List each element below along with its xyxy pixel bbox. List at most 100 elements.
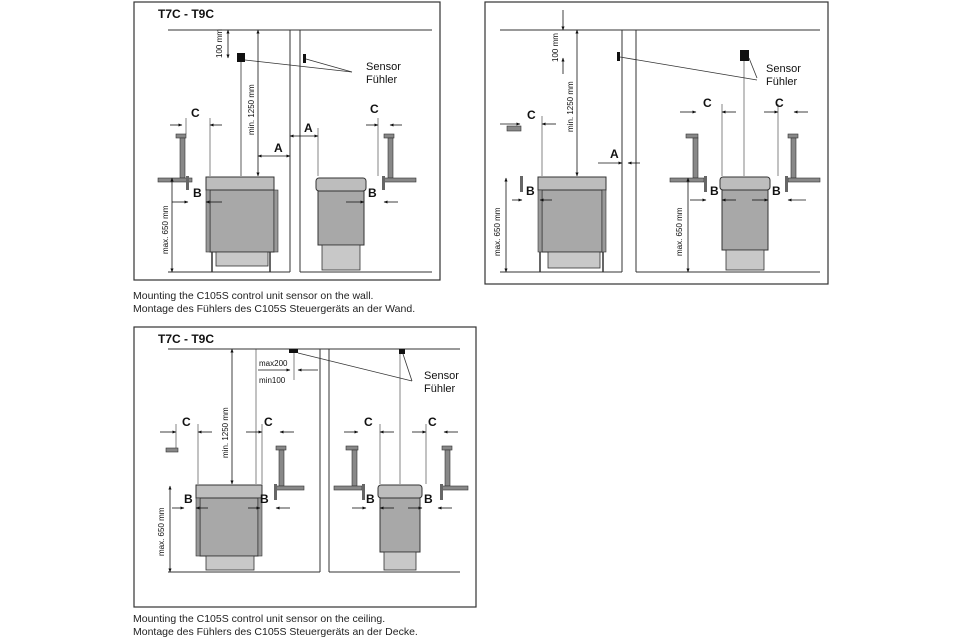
leader-line [305,58,353,73]
dim-letter-a: A [274,141,283,155]
heater-body [379,497,421,553]
heater-bracket [387,137,394,179]
caption-ceiling: Mounting the C105S control unit sensor o… [133,613,418,639]
heater-side [273,189,279,253]
heater-base [725,249,765,271]
dim-letter-b: B [193,186,202,200]
leader-line [402,353,413,382]
dim-label-1250: min. 1250 mm [221,407,230,458]
model-label: T7C - T9C [158,7,214,21]
heater-bracket [274,484,277,500]
sensor-label: Fühler [766,76,798,88]
heater-bracket [165,447,179,453]
dim-letter-b: B [366,492,375,506]
heater-bracket [787,133,799,139]
heater-bracket [441,485,469,491]
dim-letter-c: C [191,106,200,120]
panel-wall-right: Sensor Fühler 100 mm min. 1250 mm A C B … [484,1,829,285]
caption-wall: Mounting the C105S control unit sensor o… [133,290,415,316]
dim-letter-b: B [424,492,433,506]
caption-line-de: Montage des Fühlers des C105S Steuergerä… [133,303,416,315]
heater-top [195,484,263,499]
heater-bracket [790,137,797,179]
sensor-label: Fühler [424,383,456,395]
sensor-box [617,52,620,61]
heater-side [195,497,201,557]
dim-label-1250: min. 1250 mm [247,84,256,135]
heater-bracket [685,133,699,139]
heater-bracket [692,137,699,179]
leader-line [619,56,758,81]
heater-bracket [186,176,189,190]
heater-bracket [506,125,522,132]
sensor-box [740,50,749,61]
sensor-label: Fühler [366,74,398,86]
heater-top [315,177,367,192]
heater-body [721,189,769,251]
caption-line-de: Montage des Fühlers des C105S Steuergerä… [133,626,418,638]
heater-base [547,251,601,269]
dim-letter-a: A [610,147,619,161]
heater-body [209,189,275,253]
heater-bracket [669,177,705,183]
dim-label-100: 100 mm [215,29,224,58]
caption-line-en: Mounting the C105S control unit sensor o… [133,613,386,625]
heater-bracket [278,449,285,487]
dim-label-650: max. 650 mm [157,507,166,556]
heater-bracket [444,449,451,487]
sensor-label: Sensor [366,61,401,73]
heater-bracket [275,445,287,451]
heater-bracket [351,449,358,487]
panel-frame [484,1,829,285]
dim-letter-c: C [775,96,784,110]
dim-letter-b: B [710,184,719,198]
dim-letter-c: C [527,108,536,122]
heater-bracket [441,445,453,451]
panel-ceiling-t7c-t9c: T7C - T9C Sensor Fühler max200 min100 mi… [133,326,477,608]
dim-letter-b: B [184,492,193,506]
heater-side [257,497,263,557]
heater-side [601,189,607,253]
heater-top [205,176,275,191]
heater-bracket [333,485,363,491]
leader-line [297,352,413,382]
dim-label-1250: min. 1250 mm [566,81,575,132]
heater-base [205,555,255,571]
sensor-box [303,54,306,63]
dim-label-max200: max200 [259,359,288,368]
dim-letter-b: B [260,492,269,506]
sensor-box [289,349,298,353]
dim-letter-c: C [428,415,437,429]
dim-label-min100: min100 [259,376,286,385]
heater-body [541,189,603,253]
caption-line-en: Mounting the C105S control unit sensor o… [133,290,374,302]
heater-body [199,497,259,557]
heater-side [537,189,543,253]
heater-bracket [275,485,305,491]
heater-base [321,244,361,271]
dim-letter-b: B [772,184,781,198]
sensor-label: Sensor [424,370,459,382]
dim-letter-c: C [264,415,273,429]
heater-base [215,251,269,267]
heater-body [317,190,365,246]
dim-letter-b: B [368,186,377,200]
heater-bracket [175,133,187,139]
heater-bracket [383,133,395,139]
panel-frame [133,1,441,281]
heater-bracket [157,177,193,183]
heater-bracket [382,176,385,190]
heater-bracket [787,177,821,183]
dim-letter-c: C [182,415,191,429]
sensor-box [399,349,405,354]
dim-label-650: max. 650 mm [161,205,170,254]
heater-bracket [520,176,523,192]
heater-top [377,484,423,499]
heater-bracket [704,176,707,192]
sensor-box [237,53,245,62]
dim-label-100: 100 mm [551,33,560,62]
panel-frame [133,326,477,608]
leader-line [748,57,758,79]
leader-line [244,59,353,73]
